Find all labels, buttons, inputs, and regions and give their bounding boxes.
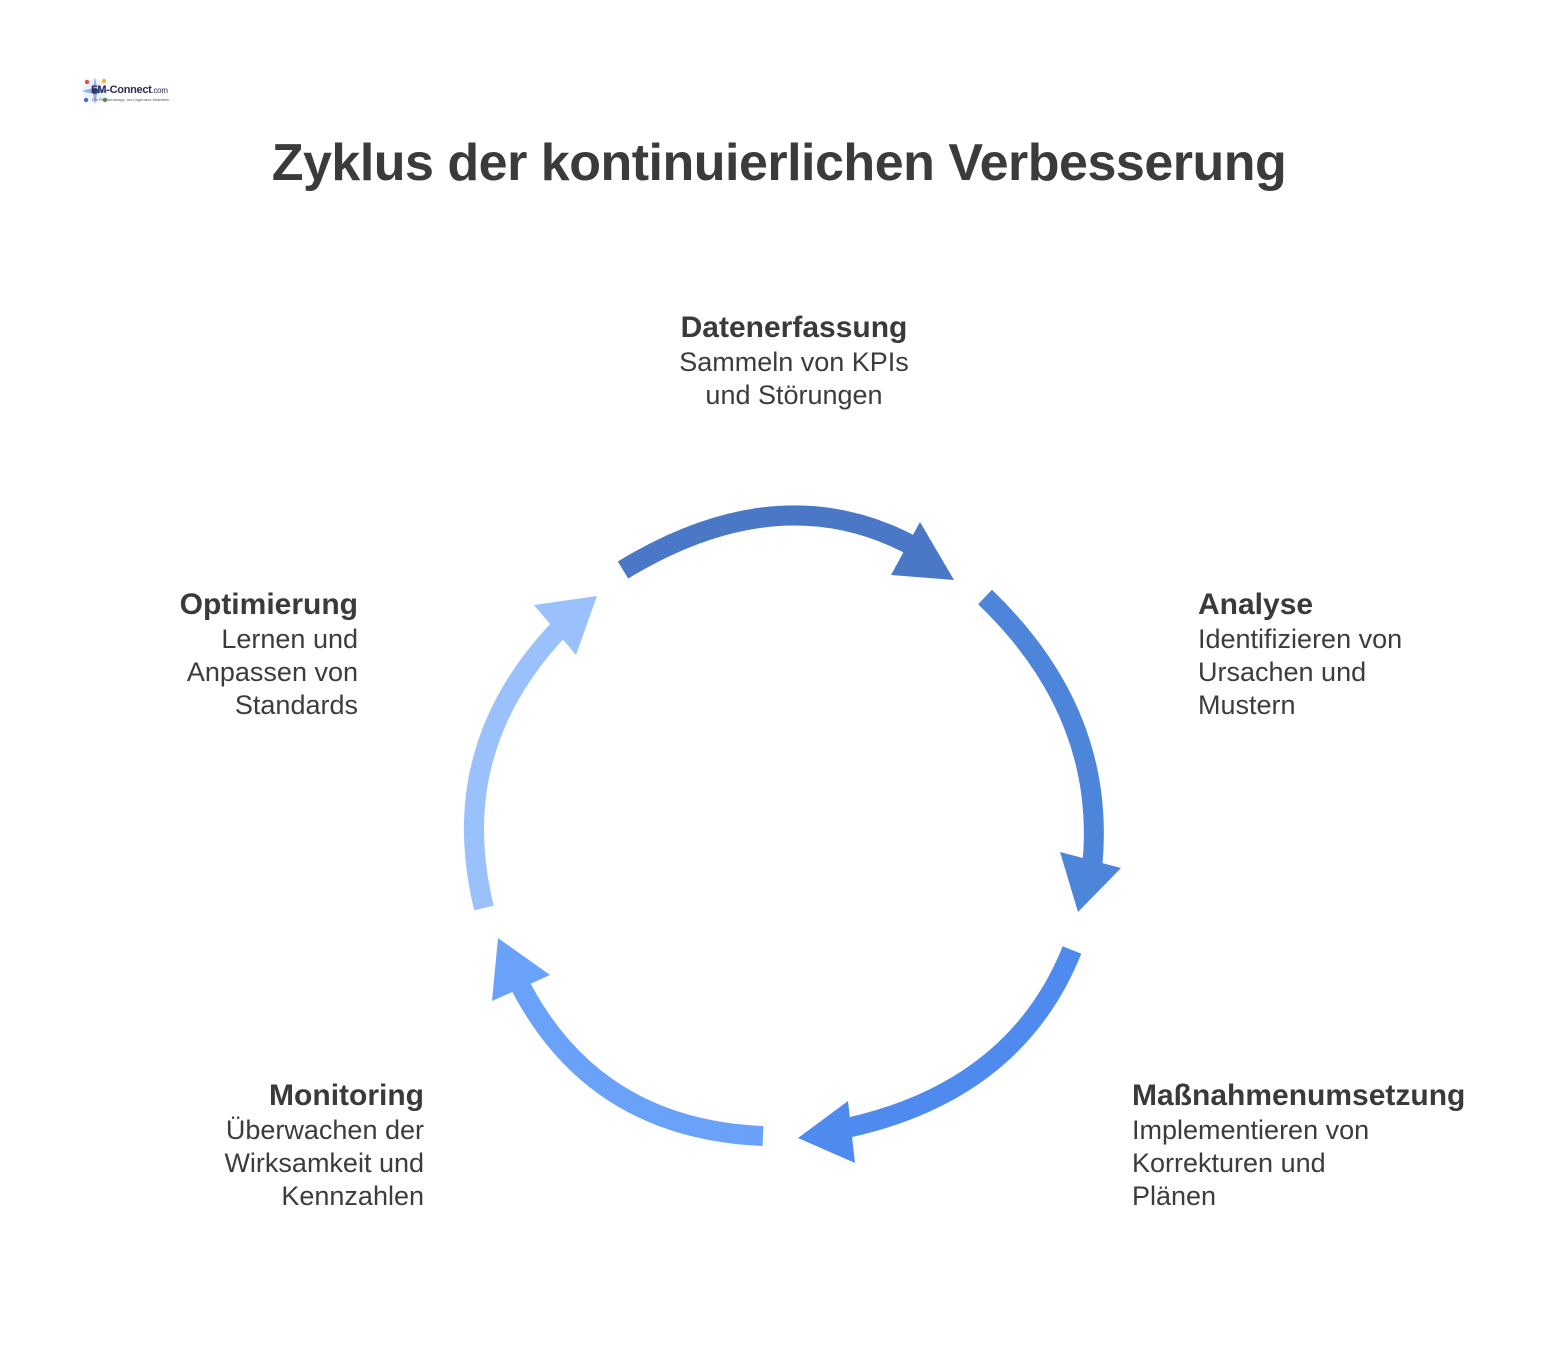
stage-title: Analyse xyxy=(1198,588,1314,621)
stage-analyse: Analyse Identifizieren von Ursachen und … xyxy=(1198,587,1518,722)
stage-datenerfassung: Datenerfassung Sammeln von KPIs und Stör… xyxy=(594,310,994,412)
stage-description: Identifizieren von Ursachen und Mustern xyxy=(1198,624,1403,720)
arrowhead-icon xyxy=(492,938,550,1001)
stage-optimierung: Optimierung Lernen und Anpassen von Stan… xyxy=(60,587,358,722)
stage-title: Optimierung xyxy=(179,588,358,621)
stage-title: Maßnahmenumsetzung xyxy=(1132,1079,1466,1112)
stage-title: Datenerfassung xyxy=(680,311,908,344)
arrowhead-icon xyxy=(1060,852,1121,912)
arrowhead-icon xyxy=(534,596,597,655)
cycle-arrow-massnahmenumsetzung-to-monitoring xyxy=(798,946,1082,1163)
cycle-arrow-datenerfassung-to-analyse xyxy=(617,505,954,580)
stage-monitoring: Monitoring Überwachen der Wirksamkeit un… xyxy=(60,1078,424,1213)
stage-description: Lernen und Anpassen von Standards xyxy=(186,624,358,720)
arrowhead-icon xyxy=(798,1101,855,1163)
stage-description: Überwachen der Wirksamkeit und Kennzahle… xyxy=(224,1115,424,1211)
logo xyxy=(82,77,108,105)
cycle-arrow-analyse-to-massnahmenumsetzung xyxy=(978,589,1121,912)
page-title: Zyklus der kontinuierlichen Verbesserung xyxy=(271,134,1287,192)
logo-tagline: Die FM-Beratungs- und Ingenieur-Netzwerk xyxy=(92,97,170,102)
cycle-arrow-monitoring-to-optimierung xyxy=(492,938,764,1146)
stage-massnahmenumsetzung: Maßnahmenumsetzung Implementieren von Ko… xyxy=(1132,1078,1532,1213)
stage-title: Monitoring xyxy=(269,1079,424,1112)
logo-text: FM-Connect.com xyxy=(91,84,168,96)
arrowhead-icon xyxy=(891,522,954,580)
stage-description: Implementieren von Korrekturen und Pläne… xyxy=(1132,1115,1370,1211)
cycle-arrow-optimierung-to-datenerfassung xyxy=(464,596,597,911)
logo-star-icon xyxy=(82,77,108,105)
stage-description: Sammeln von KPIs und Störungen xyxy=(679,347,909,410)
